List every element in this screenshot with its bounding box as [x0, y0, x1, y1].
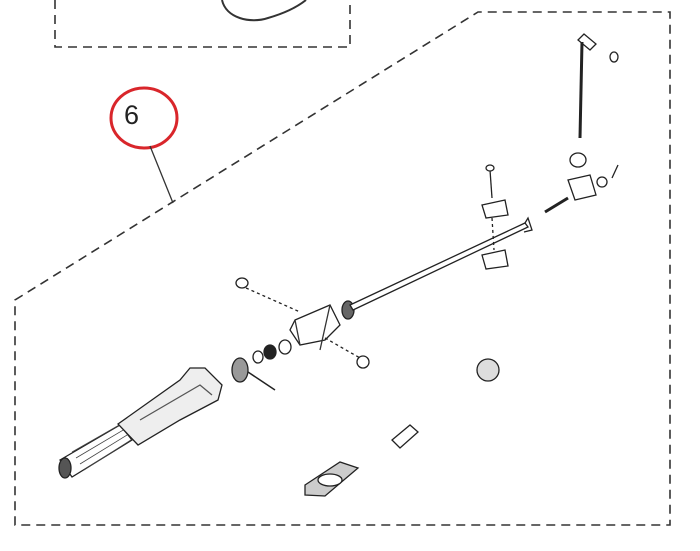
linkage-lever [577, 33, 597, 51]
tiller-handle [117, 367, 223, 446]
grommet [476, 358, 500, 382]
friction-knob [231, 357, 249, 383]
previous-group-part [221, 0, 307, 22]
group-6-boundary [14, 11, 671, 526]
callout-leader-line [149, 145, 174, 204]
tiller-assembly [58, 33, 619, 497]
clip [391, 424, 419, 449]
throttle-rod [349, 222, 529, 311]
previous-group-boundary [54, 0, 351, 48]
callout-number: 6 [124, 100, 140, 130]
callout-highlight-circle [109, 86, 179, 150]
